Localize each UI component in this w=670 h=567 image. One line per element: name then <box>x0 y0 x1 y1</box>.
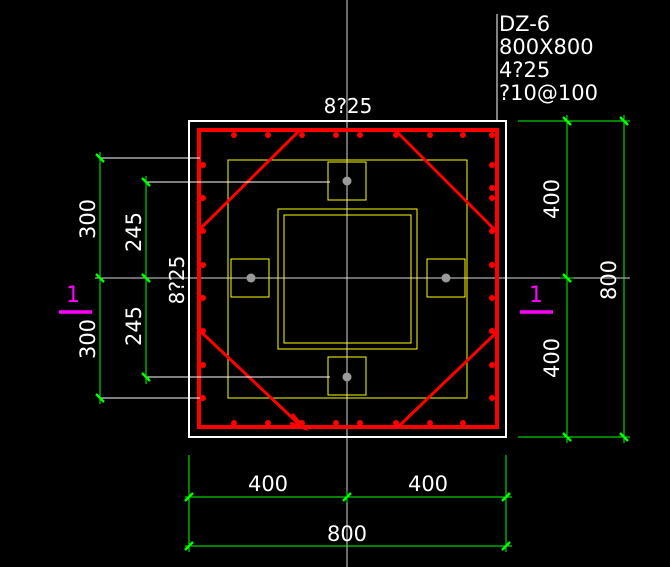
rebar-dots <box>200 132 495 426</box>
rebar-side-label: 8?25 <box>165 256 189 305</box>
section-mark-right: 1 <box>529 283 543 308</box>
column-stirrup: ?10@100 <box>499 81 598 105</box>
dim-left-outer-top: 300 <box>76 199 100 239</box>
dim-bottom-left: 400 <box>248 472 288 496</box>
dim-right-total: 800 <box>597 260 621 300</box>
column-caption: DZ-6 800X800 4?25 ?10@100 <box>499 13 598 105</box>
rebar-top-label: 8?25 <box>324 94 373 118</box>
column-main-rebar: 4?25 <box>499 58 551 82</box>
dim-bottom-total: 800 <box>327 522 367 546</box>
embedded-steel <box>227 159 468 399</box>
column-outline <box>188 120 507 438</box>
dim-bottom-right: 400 <box>408 472 448 496</box>
dim-left-inner-bottom: 245 <box>122 306 146 346</box>
leader-lines <box>100 14 498 399</box>
dim-right-top: 400 <box>540 179 564 219</box>
dim-left-outer-bottom: 300 <box>76 319 100 359</box>
section-mark-left: 1 <box>66 283 80 308</box>
anchor-bolts <box>246 176 451 382</box>
dimension-ticks <box>95 116 629 551</box>
section-marks: 1 1 <box>59 283 553 314</box>
dim-left-inner-top: 245 <box>122 212 146 252</box>
dimension-labels: 300 300 245 245 8?25 400 400 800 400 400… <box>76 94 621 546</box>
column-size: 800X800 <box>499 35 594 59</box>
stirrups <box>197 128 499 432</box>
column-id: DZ-6 <box>499 12 551 36</box>
dim-right-bottom: 400 <box>540 338 564 378</box>
